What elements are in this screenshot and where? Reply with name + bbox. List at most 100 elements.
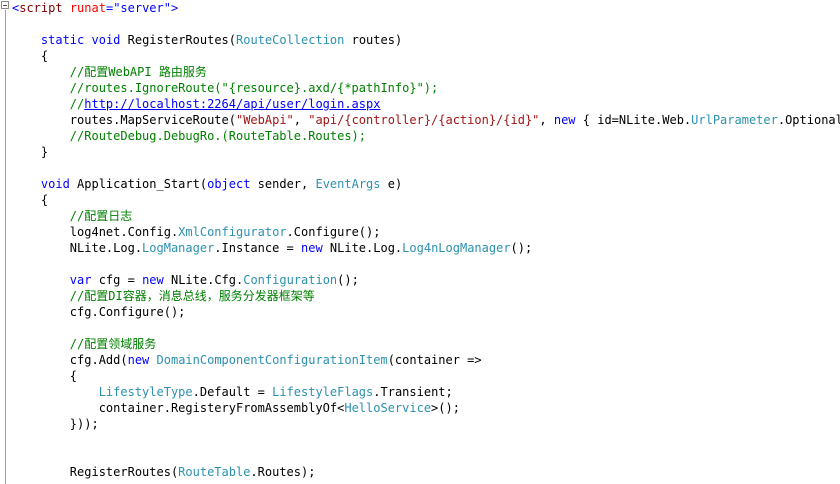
code-token: Configuration xyxy=(243,273,338,287)
code-token: NLite.Cfg. xyxy=(163,273,244,287)
code-token: cfg.Add( xyxy=(12,353,128,367)
code-token: NLite.Log. xyxy=(12,241,143,255)
code-token xyxy=(12,337,70,351)
code-line[interactable] xyxy=(12,16,840,32)
code-token: new xyxy=(553,113,576,127)
code-line[interactable]: log4net.Config.XmlConfigurator.Configure… xyxy=(12,224,840,240)
code-line[interactable]: { xyxy=(12,48,840,64)
code-line[interactable]: //配置WebAPI 路由服务 xyxy=(12,64,840,80)
code-token: "WebApi" xyxy=(235,113,294,127)
code-line[interactable]: cfg.Configure(); xyxy=(12,304,840,320)
code-line[interactable]: //routes.IgnoreRoute("{resource}.axd/{*p… xyxy=(12,80,840,96)
code-line[interactable]: } xyxy=(12,144,840,160)
code-line[interactable] xyxy=(12,448,840,464)
code-token xyxy=(12,289,70,303)
code-line[interactable]: { xyxy=(12,192,840,208)
code-token: = xyxy=(105,1,114,15)
code-token xyxy=(12,209,70,223)
collapse-icon[interactable] xyxy=(1,1,9,9)
code-token: log4net.Config. xyxy=(12,225,179,239)
code-token: var xyxy=(69,273,92,287)
code-line[interactable]: //RouteDebug.DebugRo.(RouteTable.Routes)… xyxy=(12,128,840,144)
code-line[interactable]: container.RegisteryFromAssemblyOf<HelloS… xyxy=(12,400,840,416)
code-token: HelloService xyxy=(344,401,432,415)
code-token: //配置DI容器，消息总线，服务分发器框架等 xyxy=(69,289,315,303)
code-line[interactable]: void Application_Start(object sender, Ev… xyxy=(12,176,840,192)
code-token: //routes.IgnoreRoute("{resource}.axd/{*p… xyxy=(69,81,439,95)
code-token: void xyxy=(91,33,121,47)
code-token: NLite.Log. xyxy=(322,241,403,255)
code-line[interactable]: NLite.Log.LogManager.Instance = new NLit… xyxy=(12,240,840,256)
code-token: .Optional}); xyxy=(777,113,840,127)
code-token: { xyxy=(12,193,49,207)
code-token: //配置日志 xyxy=(69,209,133,223)
code-token: e) xyxy=(380,177,403,191)
code-token xyxy=(12,81,70,95)
code-token: } xyxy=(12,145,49,159)
code-line[interactable]: RegisterRoutes(RouteTable.Routes); xyxy=(12,464,840,480)
outline-gutter xyxy=(0,0,12,484)
code-token xyxy=(12,97,70,111)
code-line[interactable] xyxy=(12,256,840,272)
code-token xyxy=(149,353,156,367)
code-token: .Configure(); xyxy=(286,225,381,239)
code-token: cfg = xyxy=(91,273,143,287)
code-token: (); xyxy=(510,241,533,255)
code-link[interactable]: http://localhost:2264/api/user/login.asp… xyxy=(84,97,381,111)
code-line[interactable]: var cfg = new NLite.Cfg.Configuration(); xyxy=(12,272,840,288)
code-token: object xyxy=(207,177,251,191)
code-token: routes) xyxy=(344,33,403,47)
code-line[interactable]: //配置日志 xyxy=(12,208,840,224)
code-token: cfg.Configure(); xyxy=(12,305,186,319)
code-line[interactable]: { xyxy=(12,368,840,384)
code-token xyxy=(12,129,70,143)
code-token: UrlParameter xyxy=(691,113,778,127)
code-token: , xyxy=(539,113,554,127)
code-token: new xyxy=(127,353,150,367)
code-token: //RouteDebug.DebugRo.(RouteTable.Routes)… xyxy=(69,129,367,143)
code-token: LifestyleType xyxy=(98,385,193,399)
code-line[interactable]: //配置DI容器，消息总线，服务分发器框架等 xyxy=(12,288,840,304)
code-token: DomainComponentConfigurationItem xyxy=(156,353,388,367)
code-token: > xyxy=(170,1,179,15)
code-token xyxy=(12,65,70,79)
code-line[interactable]: })); xyxy=(12,416,840,432)
code-token: //配置领域服务 xyxy=(69,337,157,351)
code-line[interactable]: <script runat="server"> xyxy=(12,0,840,16)
code-token: EventArgs xyxy=(315,177,381,191)
code-line[interactable] xyxy=(12,432,840,448)
code-line[interactable]: static void RegisterRoutes(RouteCollecti… xyxy=(12,32,840,48)
code-token: .Default = xyxy=(192,385,273,399)
code-token: script xyxy=(19,1,63,15)
code-token: { id=NLite.Web. xyxy=(575,113,692,127)
code-token: RouteTable xyxy=(178,465,251,479)
code-line[interactable]: //http://localhost:2264/api/user/login.a… xyxy=(12,96,840,112)
code-area[interactable]: <script runat="server"> static void Regi… xyxy=(12,0,840,480)
code-token: { xyxy=(12,369,78,383)
code-token xyxy=(84,33,91,47)
code-token: { xyxy=(12,49,49,63)
code-token: RegisterRoutes( xyxy=(12,465,179,479)
code-token: container.RegisteryFromAssemblyOf< xyxy=(12,401,345,415)
code-token: routes.MapServiceRoute( xyxy=(12,113,236,127)
code-token: (); xyxy=(337,273,359,287)
code-token: Log4nLogManager xyxy=(402,241,511,255)
code-token: (container => xyxy=(387,353,482,367)
code-token: RegisterRoutes( xyxy=(120,33,236,47)
code-token: // xyxy=(69,97,85,111)
code-line[interactable] xyxy=(12,160,840,176)
code-line[interactable] xyxy=(12,320,840,336)
code-token xyxy=(12,273,70,287)
code-line[interactable]: routes.MapServiceRoute("WebApi", "api/{c… xyxy=(12,112,840,128)
code-token: "api/{controller}/{action}/{id}" xyxy=(308,113,540,127)
code-token: >(); xyxy=(431,401,460,415)
code-token: "server" xyxy=(113,1,171,15)
code-token xyxy=(12,385,99,399)
code-token: .Instance = xyxy=(214,241,301,255)
code-line[interactable]: //配置领域服务 xyxy=(12,336,840,352)
code-token: new xyxy=(301,241,323,255)
code-token: runat xyxy=(69,1,106,15)
code-line[interactable]: cfg.Add(new DomainComponentConfiguration… xyxy=(12,352,840,368)
code-line[interactable]: LifestyleType.Default = LifestyleFlags.T… xyxy=(12,384,840,400)
